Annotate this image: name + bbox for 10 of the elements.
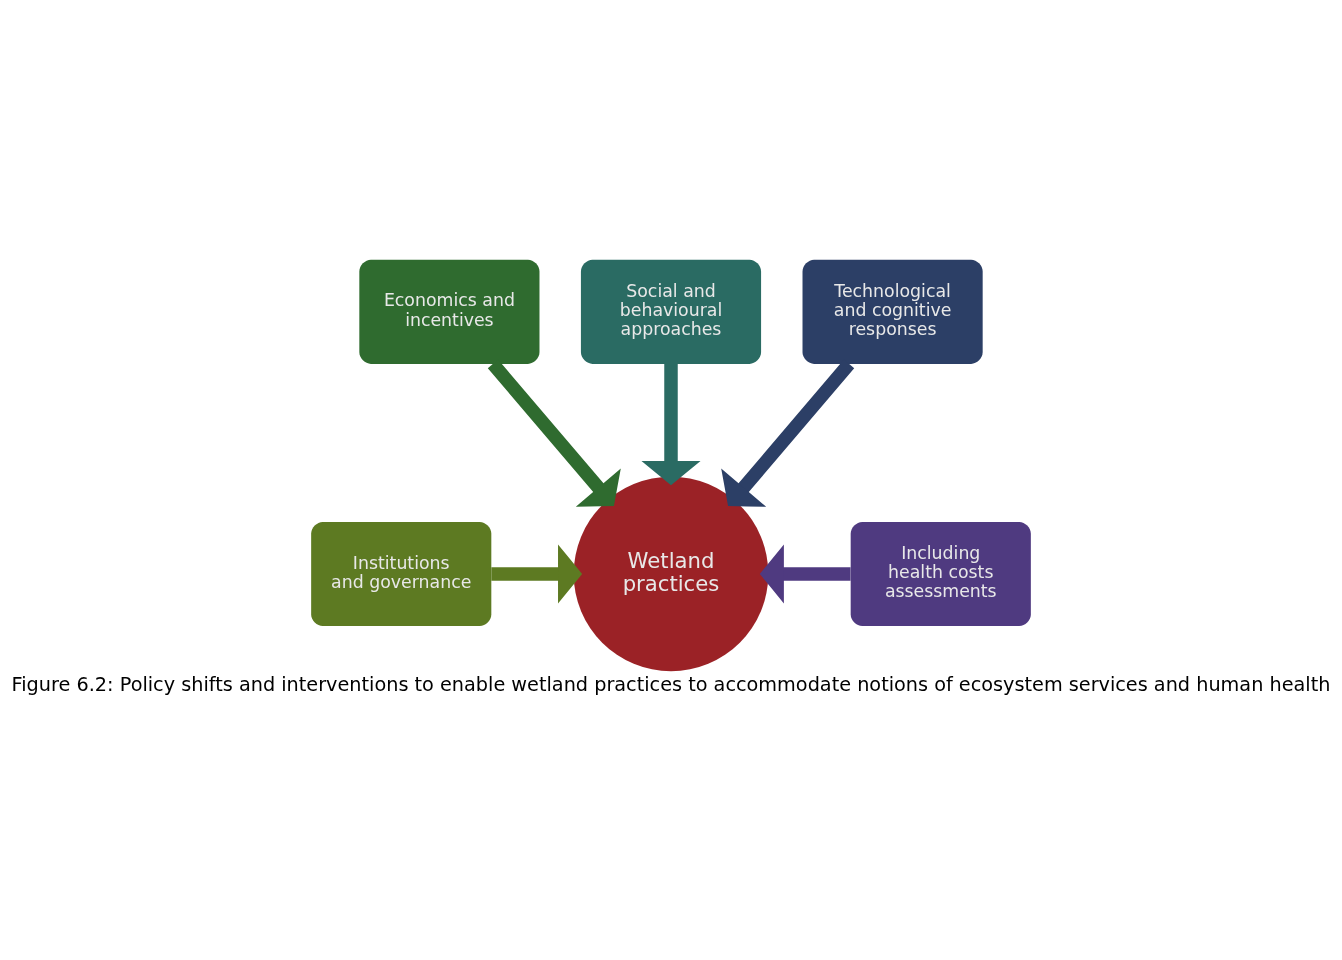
node-box: Social and behavioural approaches <box>580 259 762 364</box>
node-box: Technological and cognitive responses <box>802 259 983 364</box>
arrow <box>641 363 701 486</box>
arrow <box>491 544 583 604</box>
caption: Figure 6.2: Policy shifts and interventions to enable wetland practices to accommodate notions of ecosystem services and human health <box>11 672 1331 696</box>
node-box: Including health costs assessments <box>850 521 1031 626</box>
node-box: Economics and incentives <box>359 259 540 364</box>
node-box: Institutions and governance <box>311 521 492 626</box>
arrow <box>759 544 851 604</box>
node-circle: Wetland practices <box>573 476 769 672</box>
